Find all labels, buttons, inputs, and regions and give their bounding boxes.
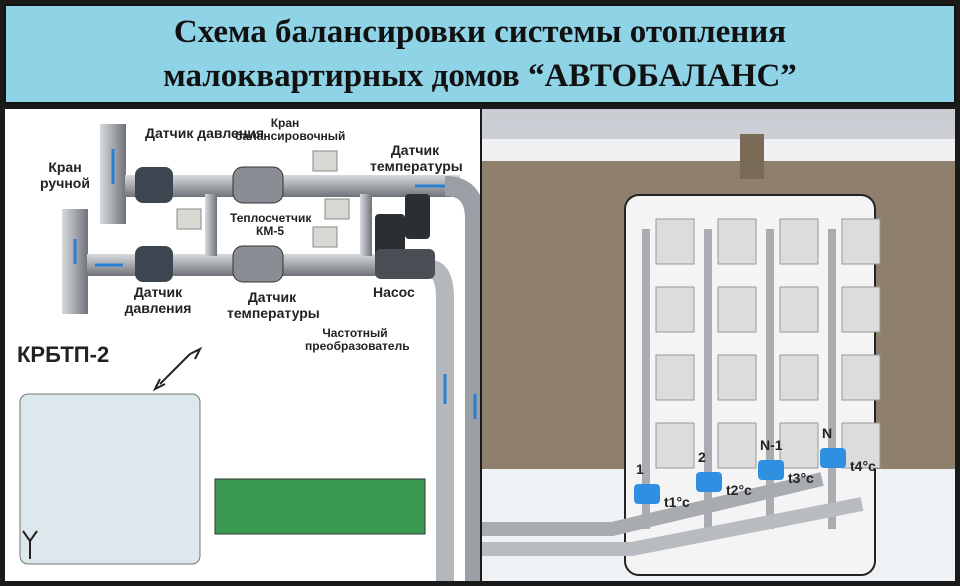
main-supply-pipe (444, 176, 480, 581)
radiator (717, 354, 757, 401)
pump-body (375, 249, 435, 279)
heat-meter (232, 245, 284, 283)
riser-number: N-1 (760, 437, 783, 453)
radiator (779, 354, 819, 401)
vertical-bypass-pipe (205, 194, 217, 256)
label-pump: Насос (373, 284, 415, 300)
pressure-sensor (135, 246, 173, 282)
radiator (841, 354, 881, 401)
balancing-valve-actuator (312, 150, 338, 172)
label-frequency-converter: Частотный преобразователь (305, 326, 410, 353)
radiator (655, 422, 695, 469)
vertical-bypass-pipe (360, 194, 372, 256)
radiator (655, 218, 695, 265)
controller-cabinet (19, 393, 201, 565)
balancing-valve-actuator (176, 208, 202, 230)
supply-main-pipe (482, 472, 824, 536)
main-return-pipe (428, 260, 454, 581)
radiator (779, 286, 819, 333)
pressure-sensor (135, 167, 173, 203)
valve-actuator (758, 460, 784, 480)
riser-temperature: t4°c (850, 458, 876, 474)
return-main-pipe (482, 497, 864, 556)
label-balancing-valve: Кран балансировочный (235, 116, 346, 143)
riser-temperature: t3°c (788, 470, 814, 486)
radiator (841, 422, 881, 469)
balancing-valve-actuator (324, 198, 350, 220)
building-scheme (482, 134, 955, 581)
riser-pipe (766, 229, 774, 529)
radiator (779, 218, 819, 265)
riser-pipe (642, 229, 650, 529)
riser-temperature: t2°c (726, 482, 752, 498)
equipment-diagram-panel: Датчик давления Кран ручной Кран баланси… (5, 109, 480, 581)
radiator (655, 354, 695, 401)
title-banner: Схема балансировки системы отопления мал… (4, 4, 956, 104)
title-line-2: малоквартирных домов “АВТОБАЛАНС” (163, 58, 797, 94)
label-heat-meter: Теплосчетчик КМ-5 (230, 211, 312, 238)
label-pressure-sensor-bottom: Датчик давления (124, 284, 192, 316)
risers-group (634, 218, 881, 529)
top-pipe (125, 175, 460, 197)
radiator (779, 422, 819, 469)
chimney (740, 134, 764, 179)
antenna-icon (22, 530, 38, 559)
label-controller: КРБТП-2 (17, 342, 110, 367)
pump (405, 194, 430, 239)
radiator (717, 218, 757, 265)
riser-number: N (822, 425, 833, 441)
riser-pipe (704, 229, 712, 529)
equipment-drawing (19, 124, 480, 581)
label-temp-sensor-top: Датчик температуры (370, 142, 463, 174)
controller-display (214, 478, 426, 535)
radiator (841, 218, 881, 265)
heat-meter (232, 166, 284, 204)
flow-arrows (73, 149, 477, 419)
valve-actuator (820, 448, 846, 468)
roof-snow (482, 139, 955, 161)
valve-actuator (634, 484, 660, 504)
riser-number: 1 (636, 461, 644, 477)
riser-pipe (828, 229, 836, 529)
title-line-1: Схема балансировки системы отопления (173, 14, 787, 50)
radiator (717, 286, 757, 333)
label-temp-sensor-bottom: Датчик температуры (227, 289, 320, 321)
radiator (717, 422, 757, 469)
radiator (841, 286, 881, 333)
label-pressure-sensor-top: Датчик давления (145, 125, 265, 141)
balancing-valve-actuator (312, 226, 338, 248)
radiator (655, 286, 695, 333)
label-manual-valve: Кран ручной (40, 159, 90, 191)
bidirectional-arrow-icon (152, 346, 203, 392)
riser-number: 2 (698, 449, 706, 465)
riser-temperature: t1°c (664, 494, 690, 510)
valve-actuator (696, 472, 722, 492)
